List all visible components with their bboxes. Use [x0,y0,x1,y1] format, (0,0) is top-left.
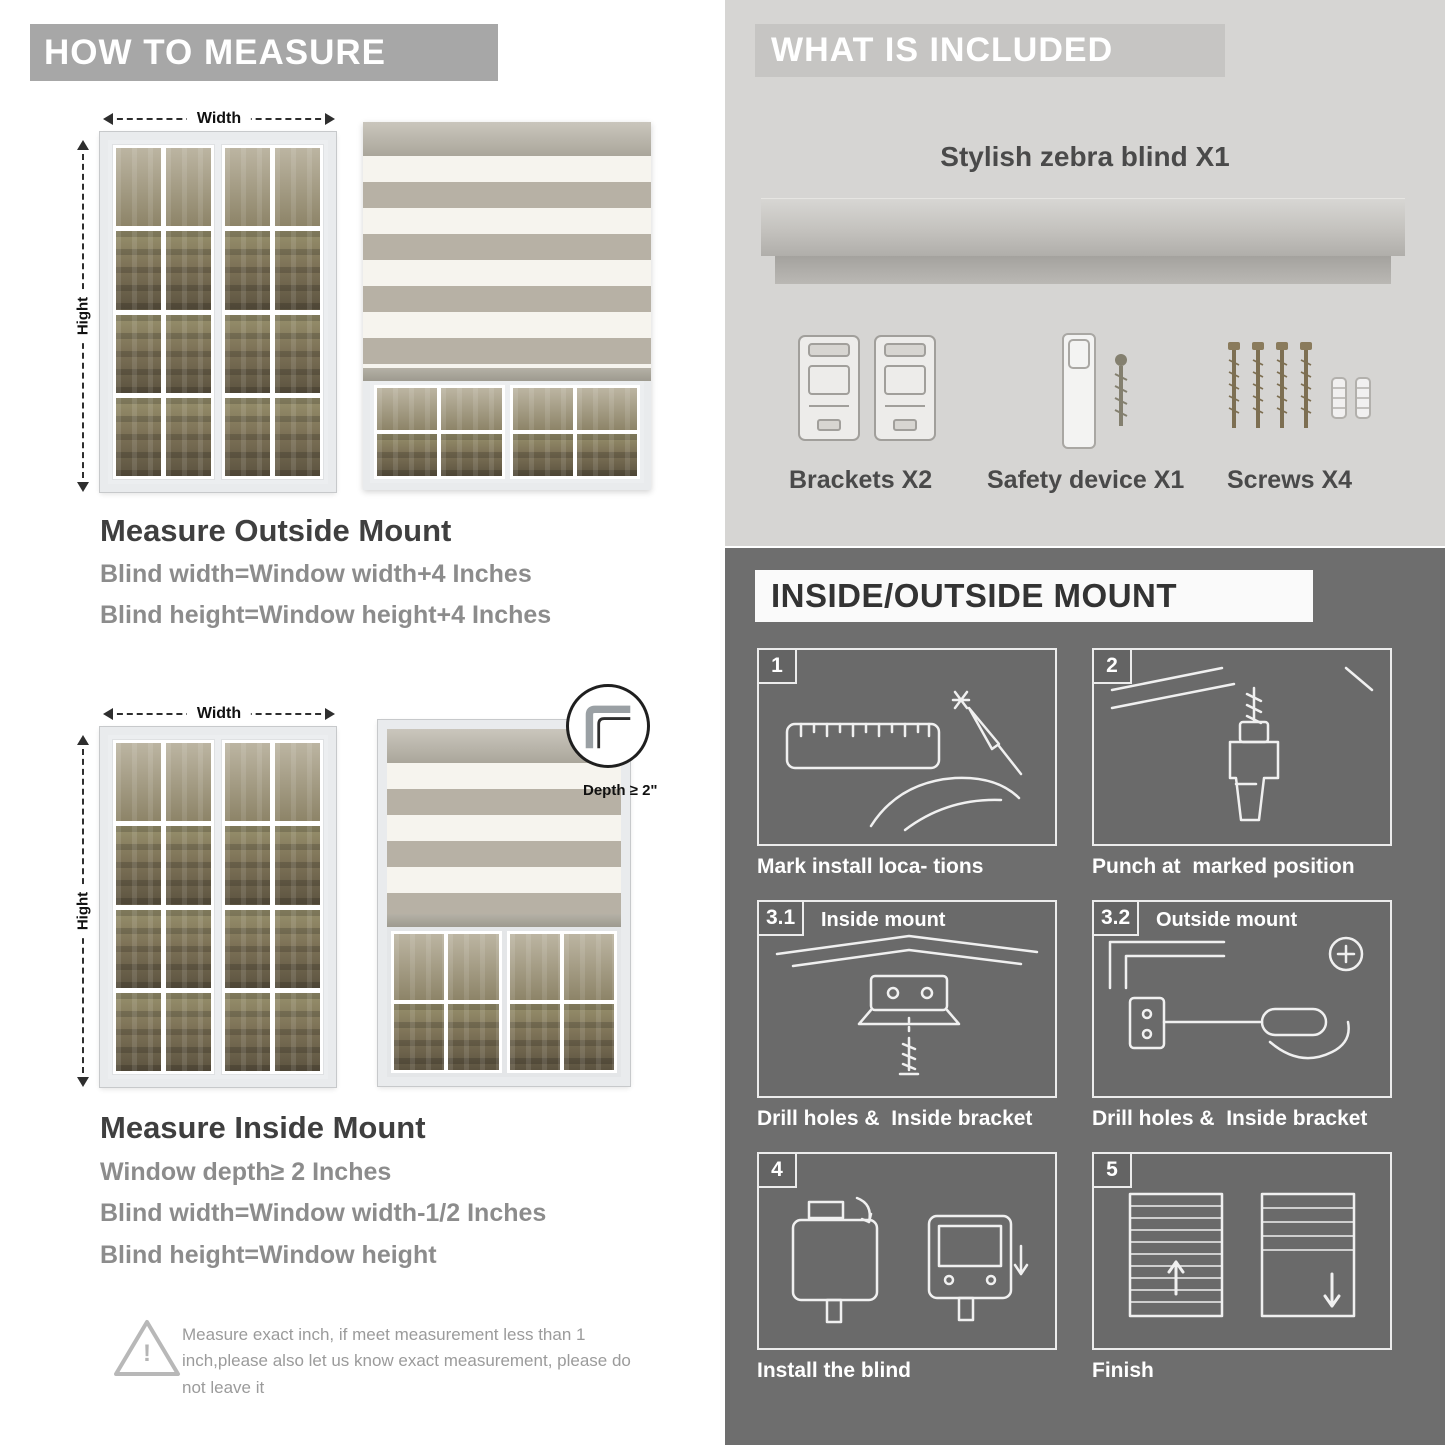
mount-step-3-2: 3.2 Outside mount [1092,900,1392,1131]
step-number: 3.2 [1094,902,1140,936]
outside-formula-width: Blind width=Window width+4 Inches [100,560,532,588]
inside-formula-width: Blind width=Window width-1/2 Inches [100,1199,547,1227]
step-number: 5 [1094,1154,1132,1188]
window-photo [99,726,337,1088]
inside-bracket-illustration [775,934,1039,1076]
arrowhead-down-icon [77,1077,89,1087]
window-below-blind [387,927,621,1077]
window-sash [221,144,324,480]
mount-step-5: 5 Finish [1092,1152,1392,1383]
width-arrow: Width [103,705,335,723]
step-caption: Drill holes & Inside bracket [757,1107,1033,1130]
screws-label: Screws X4 [1227,466,1353,494]
depth-callout-label: Depth ≥ 2" [583,782,658,799]
step-number: 2 [1094,650,1132,684]
mount-instructions-section: INSIDE/OUTSIDE MOUNT 1 Mark in [725,548,1445,1445]
step-panel: 5 [1092,1152,1392,1350]
step-number: 4 [759,1154,797,1188]
safety-device-icon [1055,330,1155,457]
inside-formula-height: Blind height=Window height [100,1241,437,1269]
step-caption: Install the blind [757,1359,912,1382]
brackets-label: Brackets X2 [789,466,933,494]
height-label: Hight [74,288,92,344]
arrowhead-down-icon [77,482,89,492]
step-panel: 4 [757,1152,1057,1350]
step-panel: 3.1 Inside mount [757,900,1057,1098]
width-label: Width [186,705,252,723]
arrowhead-up-icon [77,140,89,150]
step-panel: 1 [757,648,1057,846]
step-panel: 2 [1092,648,1392,846]
outside-formula-height: Blind height=Window height+4 Inches [100,601,552,629]
mount-step-4: 4 In [757,1152,1057,1383]
step-title: Inside mount [821,909,946,931]
step-caption: Mark install loca- tions [757,855,984,878]
step-caption: Finish [1092,1359,1154,1382]
arrowhead-left-icon [103,113,113,125]
window-below-blind [363,381,651,490]
mount-step-3-1: 3.1 Inside mount [757,900,1057,1131]
how-to-measure-header: HOW TO MEASURE [30,24,498,81]
install-blind-illustration [791,1196,1029,1324]
headrail-bottom [775,256,1391,284]
zebra-blind-outside-mount [363,122,651,490]
zebra-blind-inside-mount [377,719,631,1087]
inside-mount-title: Measure Inside Mount [100,1110,426,1145]
arrowhead-right-icon [325,708,335,720]
step-panel: 3.2 Outside mount [1092,900,1392,1098]
warning-triangle-icon: ! [112,1316,182,1380]
outside-bracket-illustration [1108,936,1364,1060]
outside-mount-title: Measure Outside Mount [100,513,452,548]
headrail-top [761,198,1405,256]
screws-icon [1220,330,1380,455]
depth-detail-circle [566,684,650,768]
measure-warning-text: Measure exact inch, if meet measurement … [182,1325,631,1397]
step-number: 3.1 [759,902,805,936]
blind-bottom-rail [363,368,651,381]
zebra-stripes [363,156,651,368]
mount-section-header: INSIDE/OUTSIDE MOUNT [755,570,1313,622]
window-photo [99,131,337,493]
step-caption: Drill holes & Inside bracket [1092,1107,1368,1130]
inside-formula-depth: Window depth≥ 2 Inches [100,1158,392,1186]
mark-location-illustration [785,690,1023,832]
blind-bottom-rail [387,914,621,928]
inside-blind [387,729,621,928]
arrowhead-up-icon [77,735,89,745]
safety-device-label: Safety device X1 [987,466,1185,494]
step-caption: Punch at marked position [1092,855,1355,878]
brackets-icon [793,330,943,453]
step-number: 1 [759,650,797,684]
what-is-included-section: WHAT IS INCLUDED Stylish zebra blind X1 [725,0,1445,546]
arrowhead-left-icon [103,708,113,720]
finish-illustration [1128,1192,1356,1318]
window-sash [221,739,324,1075]
zebra-blind-headrail [761,198,1405,284]
frame-corner-detail [585,705,631,749]
step-title: Outside mount [1156,909,1298,931]
mount-step-1: 1 Mark install loca- tions [757,648,1057,879]
what-is-included-header: WHAT IS INCLUDED [755,24,1225,77]
height-label: Hight [74,883,92,939]
product-label: Stylish zebra blind X1 [940,141,1230,172]
zebra-stripes [387,763,621,915]
exclamation-mark: ! [143,1340,151,1368]
width-arrow: Width [103,110,335,128]
arrowhead-right-icon [325,113,335,125]
window-sash [112,144,215,480]
drill-illustration [1110,666,1374,822]
mount-step-2: 2 Punch at marked position [1092,648,1392,879]
width-label: Width [186,110,252,128]
window-sash [112,739,215,1075]
blind-valance [363,122,651,156]
height-arrow: Hight [74,735,92,1087]
height-arrow: Hight [74,140,92,492]
